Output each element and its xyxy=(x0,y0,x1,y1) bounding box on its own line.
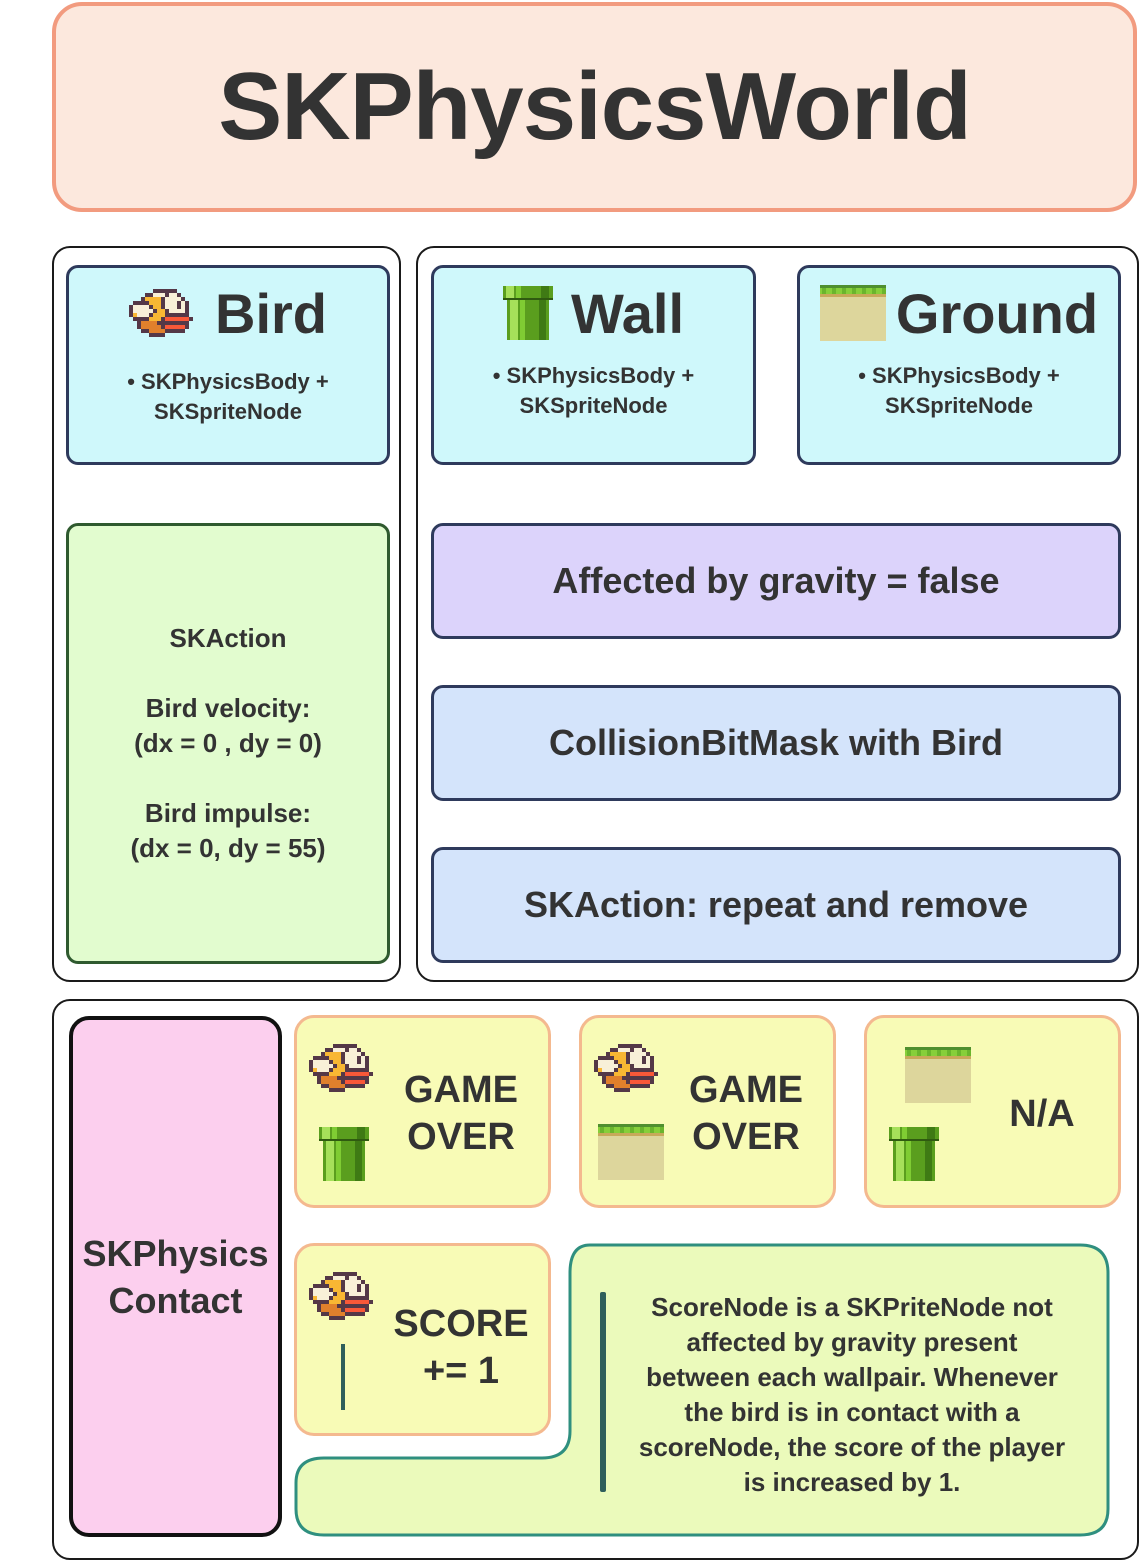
bird-desc-line1: • SKPhysicsBody + xyxy=(127,369,329,394)
pipe-icon xyxy=(503,286,553,340)
case-2-line1: GAME xyxy=(689,1069,803,1111)
bird-velocity-label: Bird velocity: xyxy=(145,693,311,723)
pipe-icon xyxy=(319,1127,369,1181)
contact-label-line1: SKPhysics xyxy=(82,1232,269,1274)
flappy-bird-icon xyxy=(129,289,197,337)
flappy-bird-icon xyxy=(594,1044,662,1092)
note-line-1: ScoreNode is a SKPriteNode not xyxy=(651,1292,1053,1322)
wall-card: Wall • SKPhysicsBody + SKSpriteNode xyxy=(431,265,756,465)
case-ground-wall: N/A xyxy=(864,1015,1121,1208)
bird-impulse-value: (dx = 0, dy = 55) xyxy=(130,833,326,863)
gravity-property: Affected by gravity = false xyxy=(431,523,1121,639)
score-node-icon xyxy=(341,1344,345,1410)
collision-property: CollisionBitMask with Bird xyxy=(431,685,1121,801)
case-1-line1: GAME xyxy=(404,1069,518,1111)
ground-title: Ground xyxy=(895,281,1099,345)
bird-action-card: SKAction Bird velocity: (dx = 0 , dy = 0… xyxy=(66,523,390,964)
case-bird-scorenode: SCORE += 1 xyxy=(294,1243,551,1436)
action-property: SKAction: repeat and remove xyxy=(431,847,1121,963)
bird-impulse-label: Bird impulse: xyxy=(144,798,312,828)
case-4-line2: += 1 xyxy=(422,1350,500,1392)
contact-label-line2: Contact xyxy=(108,1279,243,1321)
case-3-line1: N/A xyxy=(1009,1093,1075,1135)
note-line-4: the bird is in contact with a xyxy=(684,1397,1020,1427)
wall-desc-line2: SKSpriteNode xyxy=(519,393,668,418)
bird-title: Bird xyxy=(215,281,327,345)
score-node-marker xyxy=(600,1292,606,1492)
flappy-bird-icon xyxy=(309,1272,377,1320)
bird-desc-line2: SKSpriteNode xyxy=(154,399,302,424)
case-bird-wall: GAME OVER xyxy=(294,1015,551,1208)
case-bird-ground: GAME OVER xyxy=(579,1015,836,1208)
contact-label: SKPhysics Contact xyxy=(69,1016,282,1537)
case-4-line1: SCORE xyxy=(393,1303,529,1345)
flappy-bird-icon xyxy=(309,1044,377,1092)
pipe-icon xyxy=(889,1127,939,1181)
ground-desc-line1: • SKPhysicsBody + xyxy=(858,363,1060,388)
ground-desc-line2: SKSpriteNode xyxy=(885,393,1033,418)
page-title: SKPhysicsWorld xyxy=(218,53,971,160)
note-line-6: is increased by 1. xyxy=(743,1467,961,1497)
bird-action-title: SKAction xyxy=(169,623,287,653)
score-note-box xyxy=(294,1243,1110,1537)
ground-card: Ground • SKPhysicsBody + SKSpriteNode xyxy=(797,265,1121,465)
bird-card: Bird • SKPhysicsBody + SKSpriteNode xyxy=(66,265,390,465)
ground-tile-icon xyxy=(598,1124,664,1180)
note-line-3: between each wallpair. Whenever xyxy=(646,1362,1058,1392)
wall-title: Wall xyxy=(570,281,685,345)
ground-tile-icon xyxy=(905,1047,971,1103)
ground-tile-icon xyxy=(820,285,886,341)
wall-desc-line1: • SKPhysicsBody + xyxy=(492,363,695,388)
bird-velocity-value: (dx = 0 , dy = 0) xyxy=(134,728,322,758)
note-line-2: affected by gravity present xyxy=(686,1327,1018,1357)
note-line-5: scoreNode, the score of the player xyxy=(638,1432,1066,1462)
case-1-line2: OVER xyxy=(407,1116,515,1158)
case-2-line2: OVER xyxy=(692,1116,800,1158)
title-banner: SKPhysicsWorld xyxy=(52,2,1137,212)
score-note-text: ScoreNode is a SKPriteNode not affected … xyxy=(612,1290,1092,1500)
